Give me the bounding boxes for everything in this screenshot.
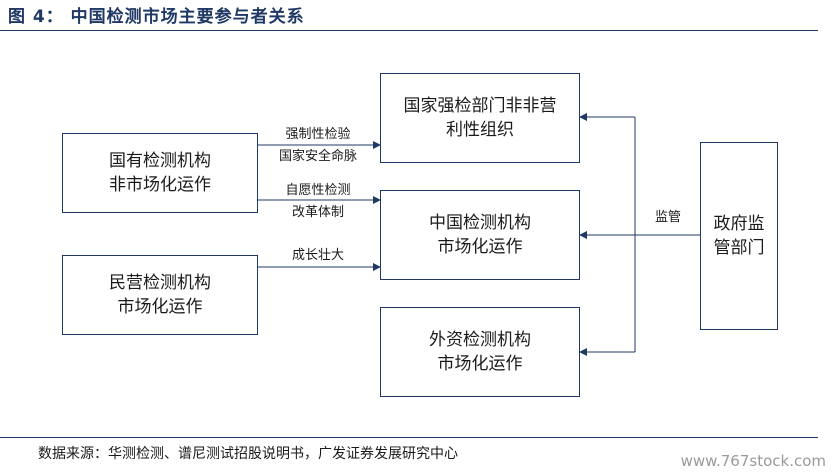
node-china-market: 中国检测机构 市场化运作 — [380, 190, 580, 280]
footer-rule — [0, 437, 818, 438]
node-foreign: 外资检测机构 市场化运作 — [380, 307, 580, 397]
edge-label-voluntary: 自愿性检测 — [285, 183, 351, 198]
edge-label-supervise: 监管 — [654, 210, 681, 225]
node-government: 政府监 管部门 — [700, 142, 778, 330]
edge-label-mandatory-2: 国家安全命脉 — [278, 149, 357, 164]
figure-title: 图 4： 中国检测市场主要参与者关系 — [8, 7, 305, 27]
watermark: www.767stock.com — [680, 452, 826, 470]
edge-label-growth: 成长壮大 — [291, 248, 344, 263]
node-state-owned: 国有检测机构 非市场化运作 — [62, 133, 258, 213]
source-note: 数据来源：华测检测、谱尼测试招股说明书，广发证券发展研究中心 — [38, 446, 458, 462]
title-rule — [0, 30, 818, 31]
node-state-inspect: 国家强检部门非非营 利性组织 — [380, 73, 580, 163]
node-private: 民营检测机构 市场化运作 — [62, 255, 258, 335]
edge-label-voluntary-2: 改革体制 — [291, 205, 344, 220]
edge-label-mandatory: 强制性检验 — [285, 127, 351, 142]
